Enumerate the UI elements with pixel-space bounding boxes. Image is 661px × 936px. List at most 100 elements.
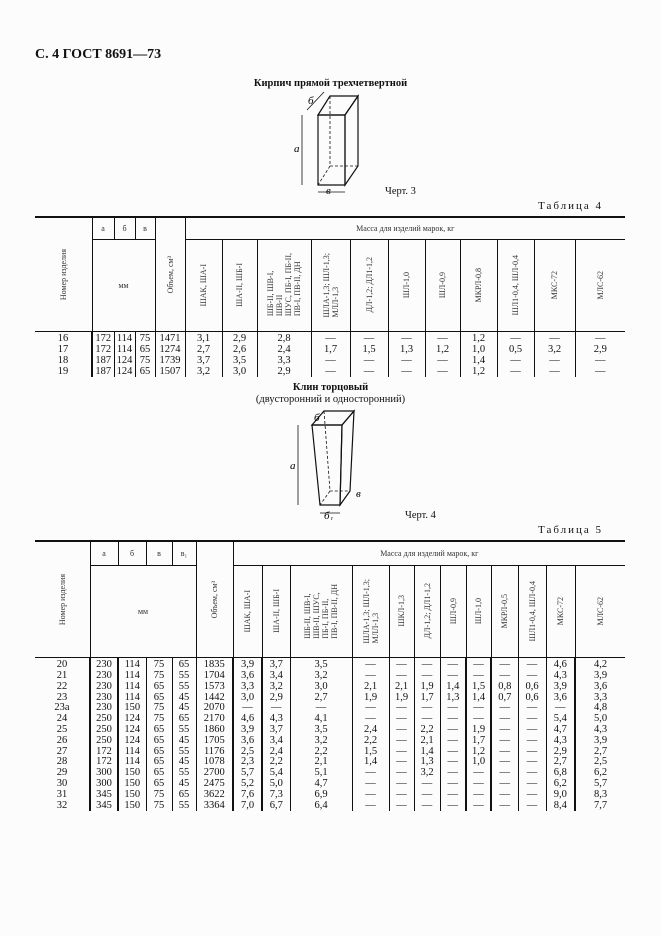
table-cell: 18 [57, 354, 69, 366]
table-cell: 3,9 [545, 681, 575, 693]
table-cell: — [439, 703, 466, 715]
dim-v: в [356, 488, 361, 500]
table-cell: 28 [56, 756, 68, 768]
table-cell: 6,7 [261, 800, 290, 812]
figure4-subtitle: (двусторонний и односторонний) [255, 394, 406, 405]
table-cell: — [496, 331, 534, 345]
table-cell: 1,5 [465, 681, 491, 693]
table-cell: 2,3 [232, 757, 262, 769]
table-cell: — [465, 778, 491, 790]
table-cell: 2,9 [221, 331, 257, 345]
table-cell: — [310, 331, 350, 345]
table-cell: — [465, 789, 491, 801]
table-cell: 3,3 [256, 355, 311, 367]
table-cell: 45 [171, 735, 196, 747]
table-cell: — [388, 724, 414, 736]
table-cell: — [413, 670, 440, 682]
table-cell: — [517, 757, 546, 769]
table-cell: 55 [171, 681, 196, 693]
header-mass: Масса для изделий марок, кг [232, 540, 626, 566]
table-cell: — [424, 355, 460, 367]
table-cell: 4,6 [545, 657, 575, 671]
table-cell: 3,2 [533, 344, 575, 356]
table-cell: 3622 [195, 789, 233, 801]
table-cell: — [490, 657, 518, 671]
table-cell: 75 [134, 331, 155, 345]
table-cell: 3,6 [232, 735, 262, 747]
table-cell: 1,4 [413, 746, 440, 758]
header-brand: МКС-72 [556, 596, 565, 626]
table-cell: 4,7 [545, 724, 575, 736]
table-cell: 0,5 [496, 344, 534, 356]
dim-b1: б₁ [324, 510, 334, 520]
table-cell: — [490, 670, 518, 682]
table-cell: 172 [89, 746, 118, 758]
table-cell: 2,1 [413, 735, 440, 747]
table-cell: 65 [145, 778, 172, 790]
table-cell: — [517, 800, 546, 812]
table-cell: 3,3 [573, 692, 626, 704]
table-cell: 4,6 [232, 713, 262, 725]
header-a: а [91, 216, 115, 240]
table-cell: 1507 [154, 366, 185, 378]
table-cell: 1,4 [459, 355, 497, 367]
header-number: Номер изделия [58, 248, 68, 300]
table4-label: Таблица 4 [538, 200, 604, 212]
table-cell: 2,9 [574, 344, 626, 356]
table-cell: — [517, 657, 546, 671]
table-cell: 3,2 [413, 767, 440, 779]
table-cell: — [490, 778, 518, 790]
table-cell: 124 [117, 724, 146, 736]
table-cell: 23а [54, 702, 70, 714]
table-cell: 0,8 [490, 681, 518, 693]
header-b: б [117, 540, 147, 566]
table-cell: 65 [171, 657, 196, 671]
table-cell: 45 [171, 778, 196, 790]
header-brand: ШБ-II, ШВ-I, ШВ-II ШУС, ПБ-I, ПБ-II, ПВ-… [266, 253, 302, 317]
table-cell: 1,7 [413, 692, 440, 704]
table-cell: — [574, 331, 626, 345]
table-cell: — [490, 735, 518, 747]
table-cell: — [413, 657, 440, 671]
header-brand: ДЛ-1,2; ДЛ1-1,2 [364, 257, 374, 313]
table-cell: 150 [117, 778, 146, 790]
figure3-brick-drawing: а в б [294, 91, 360, 197]
table-cell: 1,3 [387, 344, 425, 356]
table-cell: — [490, 724, 518, 736]
table-cell: — [439, 800, 466, 812]
header-mass: Масса для изделий марок, кг [184, 216, 626, 240]
dim-b: б [314, 412, 320, 424]
table-cell: — [351, 703, 389, 715]
table-cell: 20 [56, 659, 68, 671]
table-cell: — [439, 735, 466, 747]
header-b: б [113, 216, 136, 240]
table-cell: — [517, 789, 546, 801]
table-cell: 5,0 [573, 713, 626, 725]
table4: Номер изделия а б в Объем, см³ Масса для… [35, 216, 626, 378]
header-brand: ШКЛ-1,3 [397, 595, 406, 627]
table-cell: — [388, 778, 414, 790]
table-cell: 1,9 [465, 724, 491, 736]
table-cell: — [517, 778, 546, 790]
table-cell: — [490, 757, 518, 769]
table-cell: 150 [117, 767, 146, 779]
dim-a: а [294, 143, 300, 155]
table-cell: — [574, 366, 626, 378]
table-cell: 65 [134, 344, 155, 356]
table-cell: — [351, 713, 389, 725]
header-brand: ШЛА-1,3; ШЛ-1,3; МЛЛ-1,3 [361, 578, 380, 644]
table-cell: 4,2 [573, 657, 626, 671]
table-cell: 1,2 [424, 344, 460, 356]
table-cell: 345 [89, 789, 118, 801]
header-brand: ШАК, ША-I [199, 263, 208, 307]
table-cell: 3,1 [184, 331, 222, 345]
table-cell: — [517, 746, 546, 758]
table-cell: 3,2 [289, 735, 352, 747]
table-cell: — [413, 789, 440, 801]
table-cell: — [388, 735, 414, 747]
header-v: в [145, 540, 173, 566]
header-number: Номер изделия [57, 573, 67, 625]
